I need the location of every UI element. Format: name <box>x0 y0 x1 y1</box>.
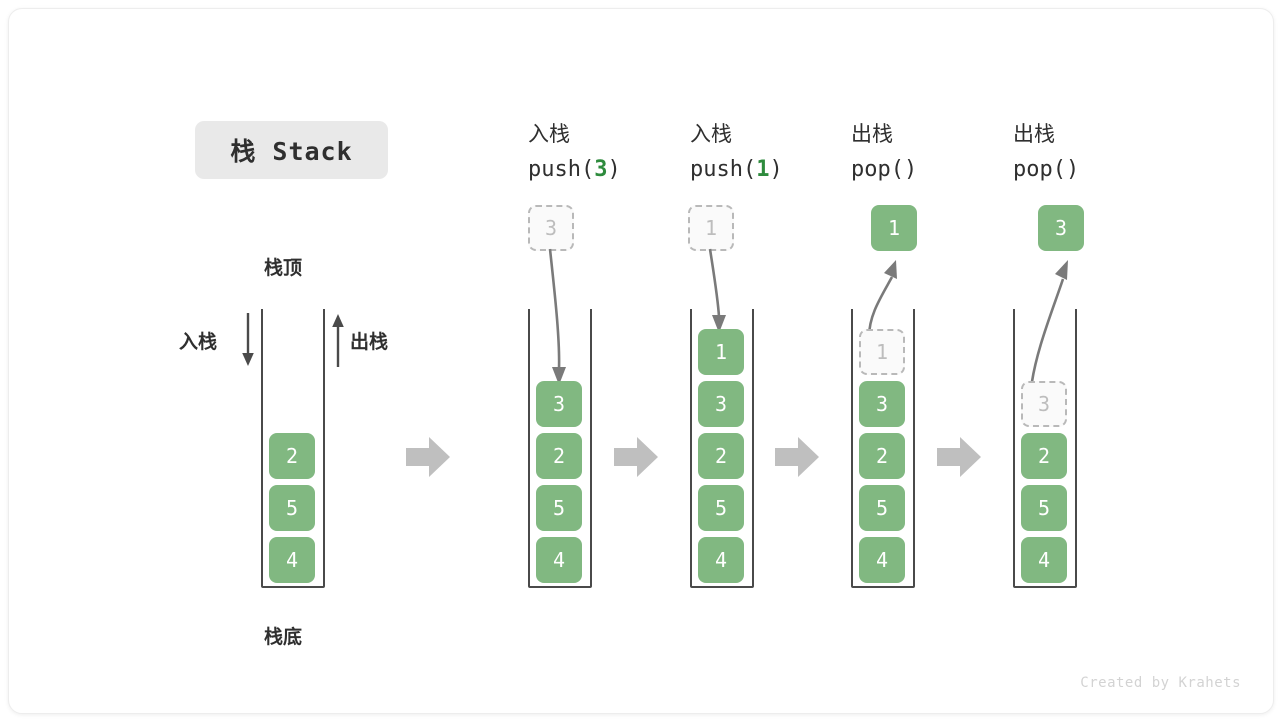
stack-cell: 2 <box>536 433 582 479</box>
stack-cell: 5 <box>1021 485 1067 531</box>
stack-cell: 3 <box>698 381 744 427</box>
stack-wall-left <box>690 309 692 586</box>
column-header-code: pop() <box>1013 152 1079 188</box>
stack-cell: 3 <box>536 381 582 427</box>
stack-floor <box>690 586 754 588</box>
code-post: ) <box>1065 157 1080 182</box>
push-curve-arrow-icon <box>708 248 726 333</box>
code-post: ) <box>903 157 918 182</box>
code-pre: pop( <box>851 157 904 182</box>
push-curve-arrow-icon <box>548 248 566 385</box>
stack-cell: 1 <box>698 329 744 375</box>
pop-direction-arrow-icon <box>332 314 344 367</box>
popped-value-cell: 3 <box>1038 205 1084 251</box>
diagram-card: 栈 Stack 栈顶 栈底 入栈 出栈 2 5 4 入栈 push(3) 3 <box>8 8 1274 714</box>
push-direction-arrow-icon <box>242 313 254 366</box>
stack-cell: 3 <box>859 381 905 427</box>
stack-cell: 4 <box>859 537 905 583</box>
stack-cell: 4 <box>1021 537 1067 583</box>
code-argument: 3 <box>594 157 608 182</box>
stack-cell: 4 <box>536 537 582 583</box>
code-argument: 1 <box>756 157 770 182</box>
column-header-code: push(3) <box>528 152 621 188</box>
flow-arrow-icon <box>937 437 981 477</box>
code-post: ) <box>769 157 783 182</box>
code-post: ) <box>607 157 621 182</box>
push-direction-label: 入栈 <box>179 331 218 353</box>
pop-curve-arrow-icon <box>867 260 897 338</box>
stack-floor <box>261 586 325 588</box>
column-header-push-1: 入栈 push(1) <box>690 116 783 188</box>
stack-cell: 2 <box>1021 433 1067 479</box>
stack-cell: 5 <box>536 485 582 531</box>
stack-floor <box>1013 586 1077 588</box>
flow-arrow-icon <box>406 437 450 477</box>
flow-arrow-icon <box>775 437 819 477</box>
stack-cell: 2 <box>269 433 315 479</box>
popped-value-cell: 1 <box>871 205 917 251</box>
pop-curve-arrow-icon <box>1029 260 1068 390</box>
pop-direction-label: 出栈 <box>350 331 389 353</box>
incoming-ghost-cell: 1 <box>688 205 734 251</box>
code-pre: push( <box>528 157 595 182</box>
column-header-code: push(1) <box>690 152 783 188</box>
stack-cell: 4 <box>698 537 744 583</box>
column-header-cjk: 出栈 <box>851 122 893 146</box>
stack-cell: 5 <box>269 485 315 531</box>
stack-wall-right <box>590 309 592 586</box>
stack-wall-right <box>913 309 915 586</box>
column-header-cjk: 入栈 <box>690 122 732 146</box>
stack-cell: 5 <box>698 485 744 531</box>
removed-ghost-cell: 3 <box>1021 381 1067 427</box>
column-header-cjk: 入栈 <box>528 122 570 146</box>
stack-wall-left <box>1013 309 1015 586</box>
flow-arrow-icon <box>614 437 658 477</box>
stack-top-label: 栈顶 <box>264 257 303 279</box>
column-header-pop-1: 出栈 pop() <box>851 116 917 188</box>
code-pre: pop( <box>1013 157 1066 182</box>
stack-cell: 2 <box>859 433 905 479</box>
code-pre: push( <box>690 157 757 182</box>
incoming-ghost-cell: 3 <box>528 205 574 251</box>
stack-wall-left <box>528 309 530 586</box>
stack-wall-left <box>851 309 853 586</box>
stack-floor <box>851 586 915 588</box>
stack-bottom-label: 栈底 <box>264 626 303 648</box>
stack-floor <box>528 586 592 588</box>
removed-ghost-cell: 1 <box>859 329 905 375</box>
stack-wall-right <box>323 309 325 586</box>
stack-cell: 4 <box>269 537 315 583</box>
attribution-footer: Created by Krahets <box>1080 675 1241 691</box>
stack-wall-left <box>261 309 263 586</box>
stack-wall-right <box>1075 309 1077 586</box>
column-header-pop-3: 出栈 pop() <box>1013 116 1079 188</box>
column-header-push-3: 入栈 push(3) <box>528 116 621 188</box>
diagram-title: 栈 Stack <box>195 121 388 179</box>
stack-cell: 2 <box>698 433 744 479</box>
stack-wall-right <box>752 309 754 586</box>
column-header-code: pop() <box>851 152 917 188</box>
column-header-cjk: 出栈 <box>1013 122 1055 146</box>
stack-cell: 5 <box>859 485 905 531</box>
